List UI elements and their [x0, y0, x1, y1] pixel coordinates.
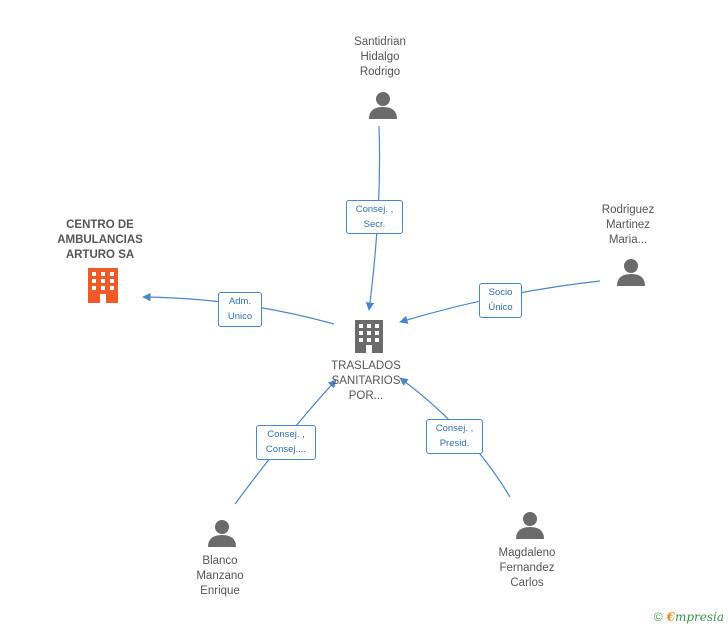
edge-label-right[interactable]: Socio Único [479, 283, 522, 318]
edge-label-bottom-left[interactable]: Consej. , Consej.... [256, 425, 316, 460]
brand-logo-mark: € [666, 610, 675, 624]
company-building-icon [88, 268, 118, 303]
building-icon [355, 320, 383, 353]
copyright-symbol: © [653, 610, 663, 624]
edge-label-bottom-right[interactable]: Consej. , Presid. [426, 419, 483, 454]
person-label-bottom-right[interactable]: Magdaleno Fernandez Carlos [498, 547, 556, 589]
footer-brand: © €mpresia [654, 610, 724, 624]
company-label[interactable]: CENTRO DE AMBULANCIAS ARTURO SA [57, 219, 143, 261]
person-label-top[interactable]: Santidrian Hidalgo Rodrigo [354, 36, 406, 78]
brand-logo[interactable]: €mpresia [667, 610, 724, 624]
person-icon [369, 92, 397, 119]
center-company-label[interactable]: TRASLADOS SANITARIOS POR... [331, 360, 401, 402]
brand-logo-text: mpresia [674, 610, 724, 624]
person-icon [617, 259, 645, 286]
person-icon [208, 520, 236, 547]
edge-label-top[interactable]: Consej. , Secr. [346, 200, 403, 234]
edge-label-company[interactable]: Adm. Unico [218, 292, 262, 327]
person-label-bottom-left[interactable]: Blanco Manzano Enrique [196, 555, 244, 597]
person-icon [516, 512, 544, 539]
person-label-right[interactable]: Rodriguez Martinez Maria... [601, 204, 655, 246]
